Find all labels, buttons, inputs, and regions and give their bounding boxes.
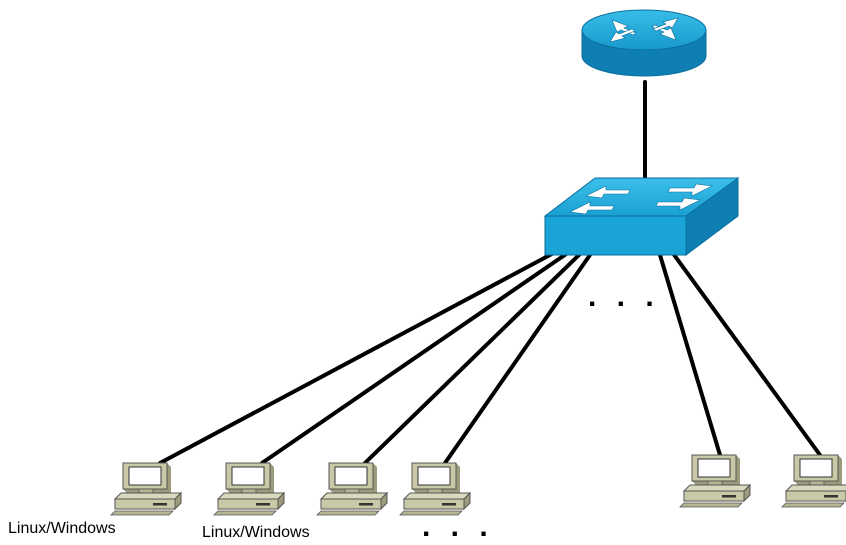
links [158,80,822,465]
pc-label-2: Linux/Windows [202,524,310,541]
link-switch-pc-6 [670,250,822,457]
desktop-pc-icon[interactable] [399,462,471,516]
link-switch-pc-3 [363,250,584,465]
ellipsis-pcs: . . . [422,510,494,543]
pc-label-1: Linux/Windows [8,520,116,537]
desktop-pc-icon[interactable] [781,454,846,508]
desktop-pc-icon[interactable] [110,462,182,516]
link-switch-pc-4 [443,250,594,465]
link-switch-pc-5 [658,253,722,457]
link-switch-pc-1 [158,246,565,465]
desktop-pc-icon[interactable] [316,462,388,516]
switch-icon[interactable] [543,177,740,256]
desktop-pc-icon[interactable] [679,454,751,508]
link-switch-pc-2 [260,248,574,465]
router-icon[interactable] [581,9,707,77]
ellipsis-links: . . . [588,280,660,313]
desktop-pc-icon[interactable] [213,462,285,516]
pc-nodes [110,454,846,516]
